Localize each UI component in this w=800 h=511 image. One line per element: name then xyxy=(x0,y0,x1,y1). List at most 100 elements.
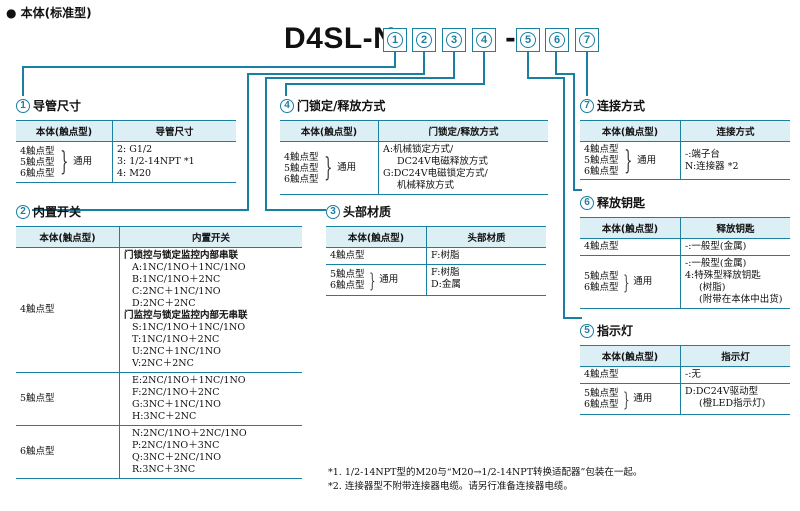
brace-icon: } xyxy=(622,387,630,411)
type-label: 4触点型 xyxy=(20,145,55,157)
type-label: 4触点型 xyxy=(284,151,319,163)
value-line: 2: G1/2 xyxy=(117,144,153,155)
type-label: 6触点型 xyxy=(584,282,619,293)
col-header: 内置开关 xyxy=(119,226,302,248)
value-cell: F:树脂 D:金属 xyxy=(426,264,546,296)
type-label: 6触点型 xyxy=(20,167,55,179)
brace-icon: } xyxy=(623,145,632,176)
type-label: 5触点型 xyxy=(584,271,619,282)
section-4-title: 4 门锁定/释放方式 xyxy=(280,97,385,114)
type-cell: 5触点型 6触点型 } 通用 xyxy=(580,255,681,309)
section-number: 4 xyxy=(280,98,294,113)
section-number: 5 xyxy=(580,323,594,338)
section-title-text: 头部材质 xyxy=(343,205,392,219)
section-3-title: 3 头部材质 xyxy=(326,203,391,220)
section-1-title: 1 导管尺寸 xyxy=(16,97,81,114)
section-title-text: 释放钥匙 xyxy=(597,196,646,210)
connector-4 xyxy=(285,51,485,96)
value-line: (树脂) xyxy=(699,282,726,293)
model-slot-7: 7 xyxy=(575,28,599,52)
section-number: 1 xyxy=(16,98,30,113)
common-label: 通用 xyxy=(633,276,653,287)
type-label: 5触点型 xyxy=(284,162,319,174)
type-cell: 4触点型 5触点型 6触点型 } 通用 xyxy=(280,141,379,195)
value-line: G:DC24V电磁锁定方式/ xyxy=(383,168,488,179)
section-5-table: 本体(触点型) 指示灯 4触点型 -:无 5触点型 6触点型 } 通用 D:DC… xyxy=(580,345,790,415)
type-label: 5触点型 xyxy=(584,388,619,399)
section-title-text: 导管尺寸 xyxy=(33,99,82,113)
type-cell: 4触点型 xyxy=(580,366,681,384)
type-label: 5触点型 xyxy=(330,269,365,280)
type-label: 5触点型 xyxy=(584,155,619,166)
value-line: H:3NC＋2NC xyxy=(132,411,197,422)
section-2-table: 本体(触点型) 内置开关 4触点型 门锁控与锁定监控内部串联 A:1NC/1NO… xyxy=(16,226,302,479)
slot-number: 1 xyxy=(387,32,403,48)
value-line: D:DC24V驱动型 xyxy=(685,386,759,397)
connector-2 xyxy=(32,51,425,211)
value-line: DC24V电磁释放方式 xyxy=(397,156,488,167)
value-line: C:2NC＋1NC/1NO xyxy=(132,286,221,297)
value-line: E:2NC/1NO＋1NC/1NO xyxy=(132,375,246,386)
value-line: 4: M20 xyxy=(117,168,152,179)
value-line: S:1NC/1NO＋1NC/1NO xyxy=(132,322,246,333)
value-line: 4:特殊型释放钥匙 xyxy=(685,270,761,281)
model-slot-2: 2 xyxy=(412,28,436,52)
section-title-text: 指示灯 xyxy=(597,324,634,338)
brace-icon: } xyxy=(368,268,376,292)
value-line: -:端子台 xyxy=(685,148,720,160)
type-cell: 5触点型 6触点型 } 通用 xyxy=(326,264,427,296)
model-slot-6: 6 xyxy=(545,28,569,52)
value-cell: -:无 xyxy=(680,366,790,384)
col-header: 门锁定/释放方式 xyxy=(378,120,548,142)
value-cell: F:树脂 xyxy=(426,247,546,265)
footnote-2: *2. 连接器型不附带连接器电缆。请另行准备连接器电缆。 xyxy=(328,481,573,492)
connector-3 xyxy=(265,51,455,211)
value-line: D:金属 xyxy=(431,279,461,290)
common-label: 通用 xyxy=(637,154,657,166)
footnote-1: *1. 1/2-14NPT型的M20与“M20→1/2-14NPT转换适配器”包… xyxy=(328,467,643,478)
group-heading: 门锁控与锁定监控内部串联 xyxy=(124,250,239,261)
common-label: 通用 xyxy=(379,274,399,285)
value-cell: A:机械锁定方式/ DC24V电磁释放方式 G:DC24V电磁锁定方式/ 机械释… xyxy=(378,141,548,195)
section-number: 2 xyxy=(16,204,30,219)
type-label: 6触点型 xyxy=(584,399,619,410)
model-slot-1: 1 xyxy=(383,28,407,52)
col-header: 本体(触点型) xyxy=(326,226,427,248)
section-title-text: 连接方式 xyxy=(597,99,646,113)
type-label: 6触点型 xyxy=(284,173,319,185)
section-6-table: 本体(触点型) 释放钥匙 4触点型 -:一般型(金属) 5触点型 6触点型 } … xyxy=(580,217,790,309)
page-title: ● 本体(标准型) xyxy=(6,6,92,20)
col-header: 指示灯 xyxy=(680,345,790,367)
section-title-text: 内置开关 xyxy=(33,205,82,219)
value-cell: -:一般型(金属) 4:特殊型释放钥匙 (树脂) (附带在本体中出货) xyxy=(680,255,790,309)
model-dash: - xyxy=(505,24,516,54)
value-line: U:2NC＋1NC/1NO xyxy=(132,346,221,357)
title-text: 本体(标准型) xyxy=(20,6,92,20)
value-line: N:2NC/1NO＋2NC/1NO xyxy=(132,428,247,439)
value-line: B:1NC/1NO＋2NC xyxy=(132,274,221,285)
brace-icon: } xyxy=(59,147,68,177)
col-header: 本体(触点型) xyxy=(280,120,379,142)
value-line: P:2NC/1NO＋3NC xyxy=(132,440,220,451)
value-line: F:树脂 xyxy=(431,267,460,278)
value-cell: -:一般型(金属) xyxy=(680,238,790,256)
group-heading: 门监控与锁定监控内部无串联 xyxy=(124,310,248,321)
value-line: F:2NC/1NO＋2NC xyxy=(132,387,220,398)
value-cell: D:DC24V驱动型 (橙LED指示灯) xyxy=(680,383,790,415)
type-cell: 4触点型 5触点型 6触点型 } 通用 xyxy=(16,141,113,183)
value-line: -:一般型(金属) xyxy=(685,258,747,269)
slot-number: 5 xyxy=(520,32,536,48)
value-cell: 2: G1/2 3: 1/2-14NPT *1 4: M20 xyxy=(112,141,236,183)
col-header: 导管尺寸 xyxy=(112,120,236,142)
value-cell: 门锁控与锁定监控内部串联 A:1NC/1NO＋1NC/1NO B:1NC/1NO… xyxy=(119,247,302,373)
section-5-title: 5 指示灯 xyxy=(580,322,633,339)
model-number: D4SL-N xyxy=(284,22,396,55)
slot-number: 6 xyxy=(549,32,565,48)
col-header: 本体(触点型) xyxy=(16,120,113,142)
value-cell: N:2NC/1NO＋2NC/1NO P:2NC/1NO＋3NC Q:3NC＋2N… xyxy=(119,425,302,479)
type-label: 6触点型 xyxy=(330,280,365,291)
section-2-title: 2 内置开关 xyxy=(16,203,81,220)
section-7-title: 7 连接方式 xyxy=(580,97,645,114)
common-label: 通用 xyxy=(73,156,93,167)
